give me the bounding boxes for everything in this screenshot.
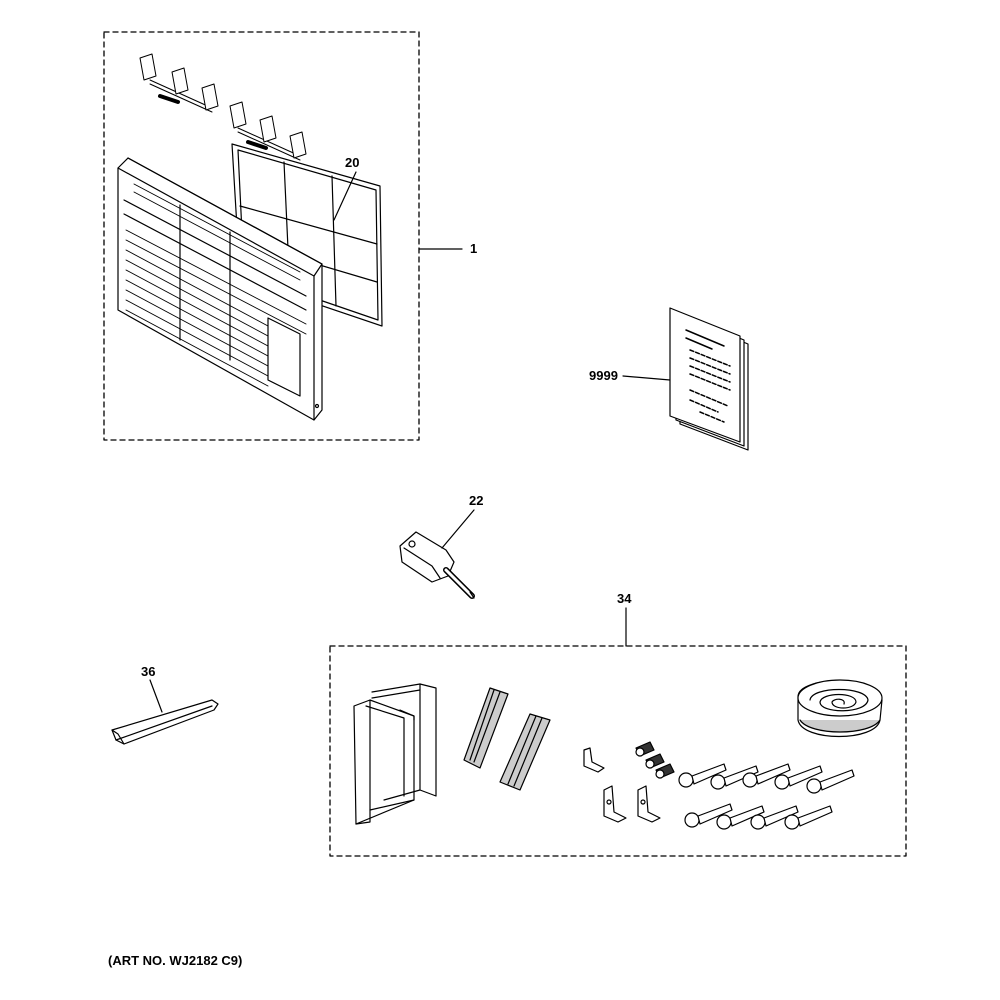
leader-line-20 [333, 171, 357, 221]
callout-1: 1 [470, 241, 478, 256]
callout-22: 22 [469, 493, 484, 508]
leader-line-22 [441, 509, 475, 549]
group-34-dashed-box [329, 645, 907, 857]
foam-seal-strips [463, 687, 551, 791]
power-plug [399, 531, 475, 599]
side-curtain-frames [353, 683, 437, 825]
callout-9999: 9999 [589, 368, 618, 383]
group-1-dashed-box [103, 31, 420, 441]
foam-tape-roll [797, 679, 883, 737]
leader-line-9999 [622, 375, 671, 381]
louver-clips-lower [229, 101, 307, 161]
owners-manual [669, 307, 749, 451]
art-number: (ART NO. WJ2182 C9) [108, 953, 243, 968]
callout-34: 34 [617, 591, 632, 606]
louver-clips-upper [139, 53, 219, 113]
trim-channel [111, 699, 219, 745]
brackets [583, 747, 661, 823]
front-grille [117, 157, 323, 421]
wood-screws [678, 763, 855, 830]
callout-36: 36 [141, 664, 156, 679]
small-screws [635, 741, 675, 779]
leader-line-36 [149, 679, 163, 713]
callout-20: 20 [345, 155, 360, 170]
